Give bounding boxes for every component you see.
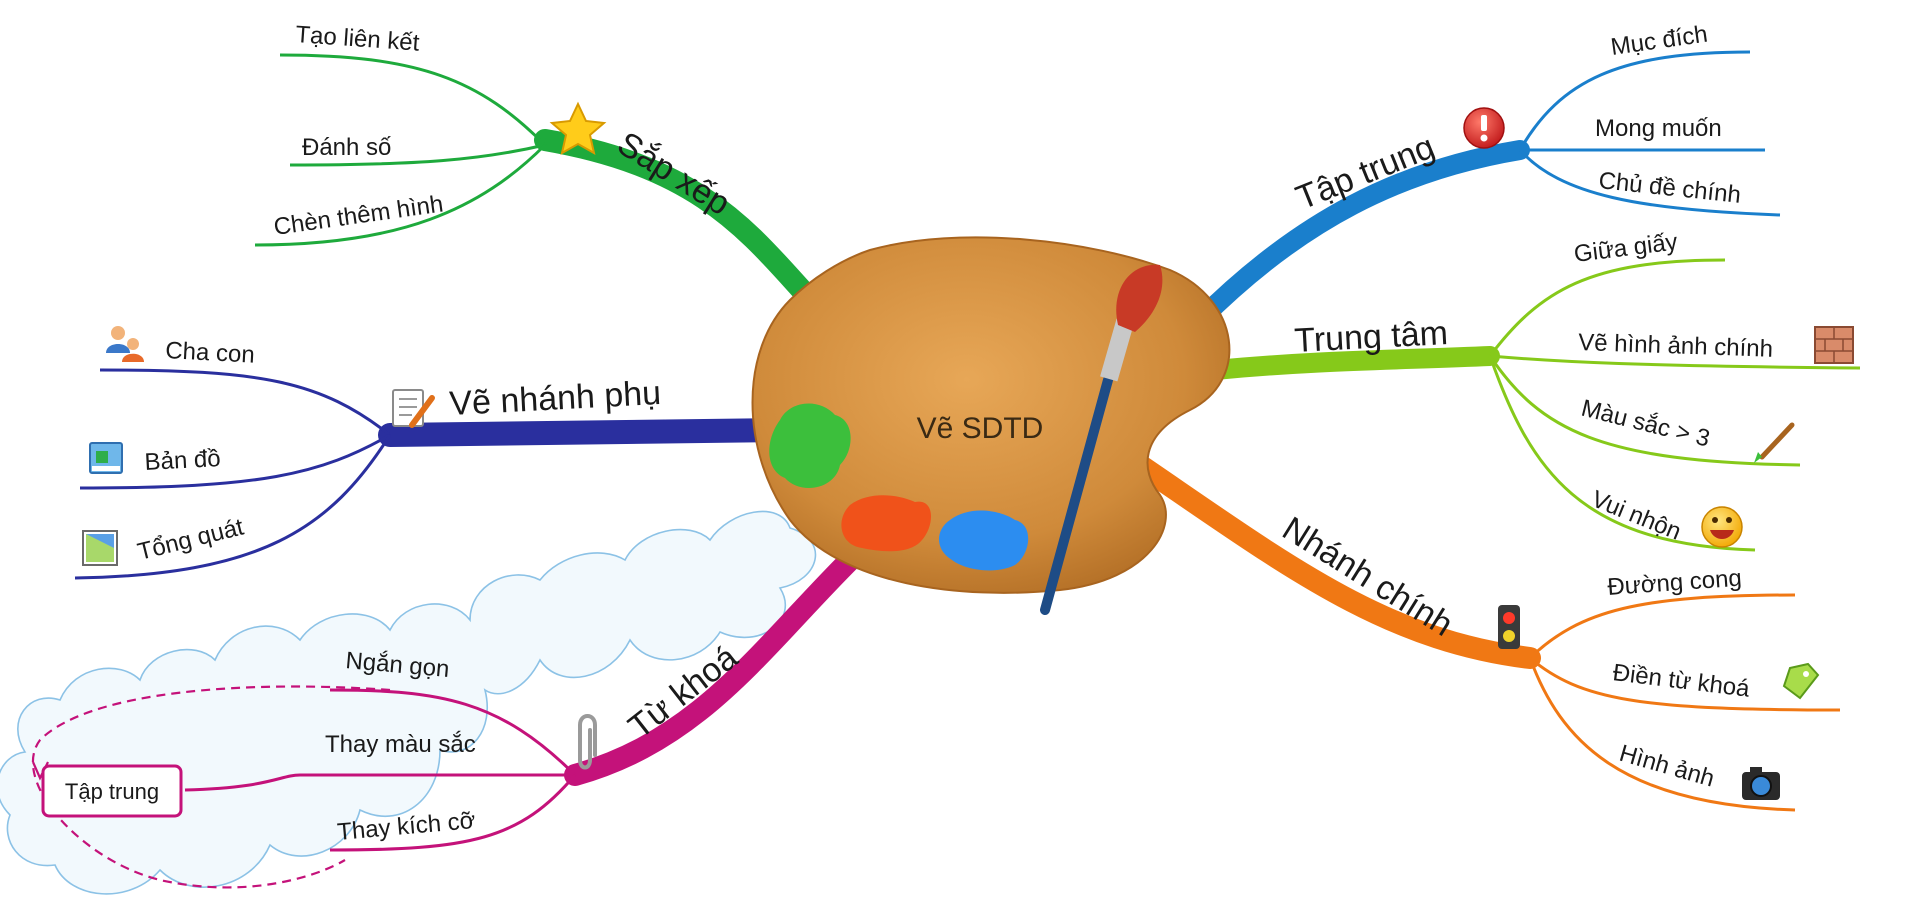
leaf-label-vui-nhon[interactable]: Vui nhộn [1588, 486, 1685, 546]
leaf-label-danh-so[interactable]: Đánh số [302, 134, 391, 161]
leaf-label-tao-lien-ket[interactable]: Tạo liên kết [295, 21, 421, 57]
subbranches-sap-xep [254, 53, 547, 247]
branch-label-trung-tam[interactable]: Trung tâm [1293, 314, 1448, 360]
callout-box[interactable] [41, 764, 183, 818]
subbranches-ve-nhanh-phu [74, 368, 392, 580]
leaf-label-mong-muon[interactable]: Mong muốn [1595, 115, 1722, 142]
relationship-dashed-line [31, 685, 391, 889]
branch-label-sap-xep[interactable]: Sắp xếp [611, 125, 737, 223]
subbranches-tap-trung [1518, 50, 1781, 217]
exclamation-icon [1463, 107, 1505, 149]
leaf-label-chen-them-hinh[interactable]: Chèn thêm hình [272, 190, 445, 241]
leaf-label-ve-hinh-anh-chinh[interactable]: Vẽ hình ảnh chính [1578, 329, 1774, 363]
leaf-label-chu-de-chinh[interactable]: Chủ đề chính [1597, 167, 1742, 209]
subbranches-nhanh-chinh [1528, 593, 1841, 812]
branch-label-ve-nhanh-phu[interactable]: Vẽ nhánh phụ [448, 374, 661, 423]
star-icon [549, 101, 607, 155]
leaf-label-dien-tu-khoa[interactable]: Điền từ khoá [1611, 659, 1751, 703]
leaf-label-ban-do[interactable]: Bản đồ [144, 445, 221, 476]
branch-line-ve-nhanh-phu [378, 418, 792, 447]
branch-line-nhanh-chinh [1114, 444, 1541, 669]
paintbrush-in-palette [1040, 264, 1163, 615]
notepad-pencil-icon [392, 389, 435, 428]
orange-paint-blob [841, 495, 932, 552]
smiley-face-icon [1701, 506, 1743, 548]
green-paint-blob [769, 403, 851, 488]
brick-wall-icon [1814, 326, 1854, 364]
painter-palette-icon [751, 236, 1231, 615]
map-window-icon [89, 442, 123, 474]
keyword-cloud-boundary [0, 510, 817, 895]
branch-line-tap-trung [1190, 140, 1530, 330]
branch-line-tu-khoa [564, 549, 861, 786]
leaf-label-cha-con[interactable]: Cha con [165, 337, 256, 369]
paintbrush-icon [1754, 422, 1795, 463]
branch-line-trung-tam [1205, 346, 1500, 380]
camera-icon [1742, 767, 1780, 800]
blue-paint-blob [938, 510, 1029, 571]
subbranches-tu-khoa [184, 688, 577, 852]
traffic-light-icon [1498, 605, 1520, 649]
parent-child-users-icon [106, 326, 144, 362]
center-label[interactable]: Vẽ SDTD [917, 412, 1044, 445]
leaf-label-mau-sac[interactable]: Màu sắc > 3 [1579, 395, 1713, 453]
overview-chart-icon [82, 530, 118, 566]
leaf-label-thay-mau-sac[interactable]: Thay màu sắc [325, 731, 476, 758]
leaf-label-hinh-anh[interactable]: Hình ảnh [1616, 740, 1717, 793]
paperclip-icon [578, 714, 597, 770]
subbranches-trung-tam [1488, 258, 1861, 552]
tag-icon [1782, 662, 1820, 700]
callout-label: Tập trung [65, 779, 159, 804]
